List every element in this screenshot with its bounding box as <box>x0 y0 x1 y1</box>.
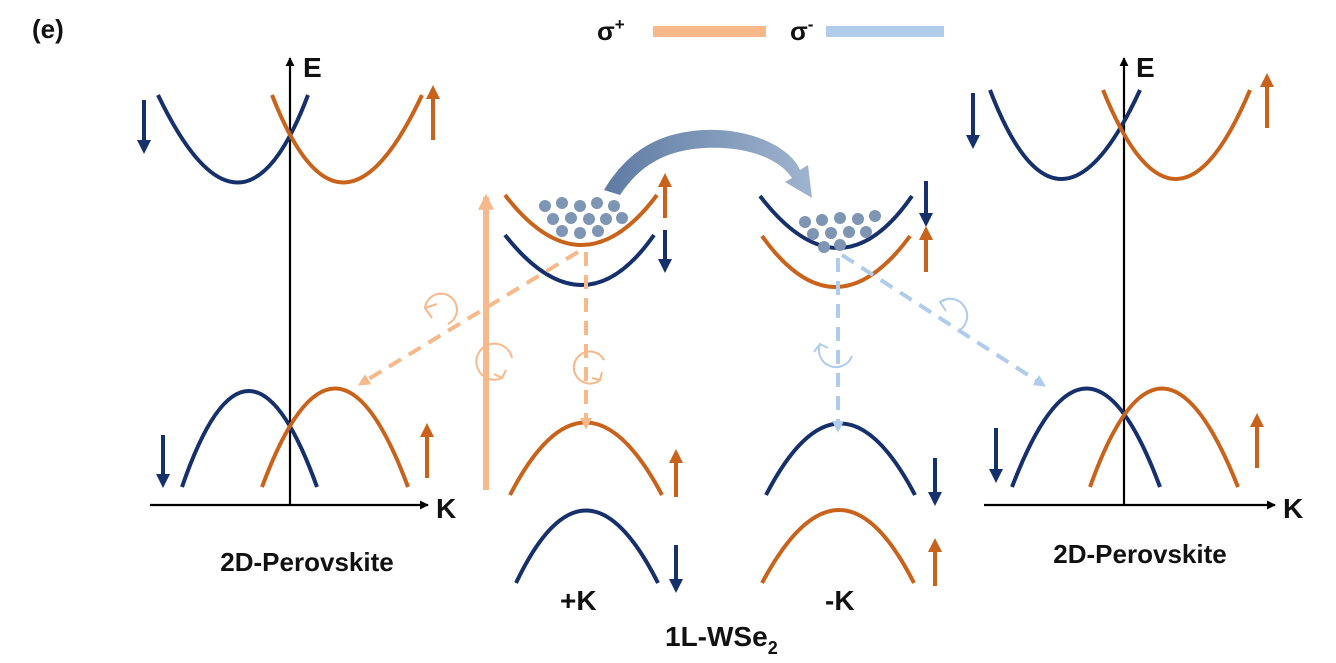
left-energy-axis-label: E <box>303 52 322 83</box>
plus-k-valence-band-spin-up <box>508 420 664 496</box>
left-momentum-axis-label: K <box>436 493 456 524</box>
circular-polarization-icon <box>572 350 605 385</box>
circular-polarization-icon <box>938 297 969 331</box>
minus-k-carrier-cluster <box>799 210 881 253</box>
left-valence-band-spin-up <box>260 386 410 488</box>
legend-sigma-plus-swatch <box>653 26 766 37</box>
sigma-minus-interlayer-recombination-path <box>840 253 1047 387</box>
legend-sigma-minus-swatch <box>826 26 944 37</box>
circular-polarization-icon <box>423 292 458 325</box>
left-valence-band-spin-down <box>180 389 319 488</box>
minus-k-conduction-band-spin-up <box>760 234 912 289</box>
plus-k-valley-label: +K <box>560 585 597 616</box>
right-momentum-axis-label: K <box>1283 493 1303 524</box>
circular-polarization-icon <box>813 342 853 369</box>
sigma-plus-interlayer-recombination-path <box>357 250 580 386</box>
plus-k-valence-band-spin-down <box>514 508 660 584</box>
legend-sigma-plus-label: σ+ <box>597 15 625 46</box>
right-valence-band-spin-down <box>1010 386 1162 488</box>
legend-sigma-minus-label: σ- <box>790 15 813 46</box>
circular-polarization-icon <box>475 342 513 381</box>
right-conduction-band-spin-down <box>988 89 1142 181</box>
valley-transfer-arrow-icon <box>604 129 812 198</box>
plus-k-carrier-cluster <box>539 197 628 239</box>
plus-k-conduction-band-spin-up <box>503 193 659 247</box>
right-material-caption: 2D-Perovskite <box>1053 539 1226 569</box>
left-perovskite-panel: E K 2D-Perovskite <box>137 52 456 577</box>
left-conduction-band-spin-up <box>270 94 424 185</box>
left-conduction-band-spin-down <box>156 94 310 185</box>
right-energy-axis-label: E <box>1136 52 1155 83</box>
panel-label: (e) <box>32 14 64 44</box>
minus-k-valence-band-spin-down <box>764 421 917 496</box>
minus-k-valley-label: -K <box>825 585 855 616</box>
plus-k-conduction-band-spin-down <box>503 233 656 287</box>
right-valence-band-spin-up <box>1088 386 1240 488</box>
center-wse2-panel: +K -K 1L-WSe2 <box>357 129 1047 658</box>
material-label: 1L-WSe2 <box>665 621 778 658</box>
right-conduction-band-spin-up <box>1101 89 1252 181</box>
legend: σ+ σ- <box>597 15 944 46</box>
left-material-caption: 2D-Perovskite <box>220 547 393 577</box>
right-perovskite-panel: E K 2D-Perovskite <box>966 52 1303 569</box>
minus-k-valence-band-spin-up <box>760 508 916 584</box>
